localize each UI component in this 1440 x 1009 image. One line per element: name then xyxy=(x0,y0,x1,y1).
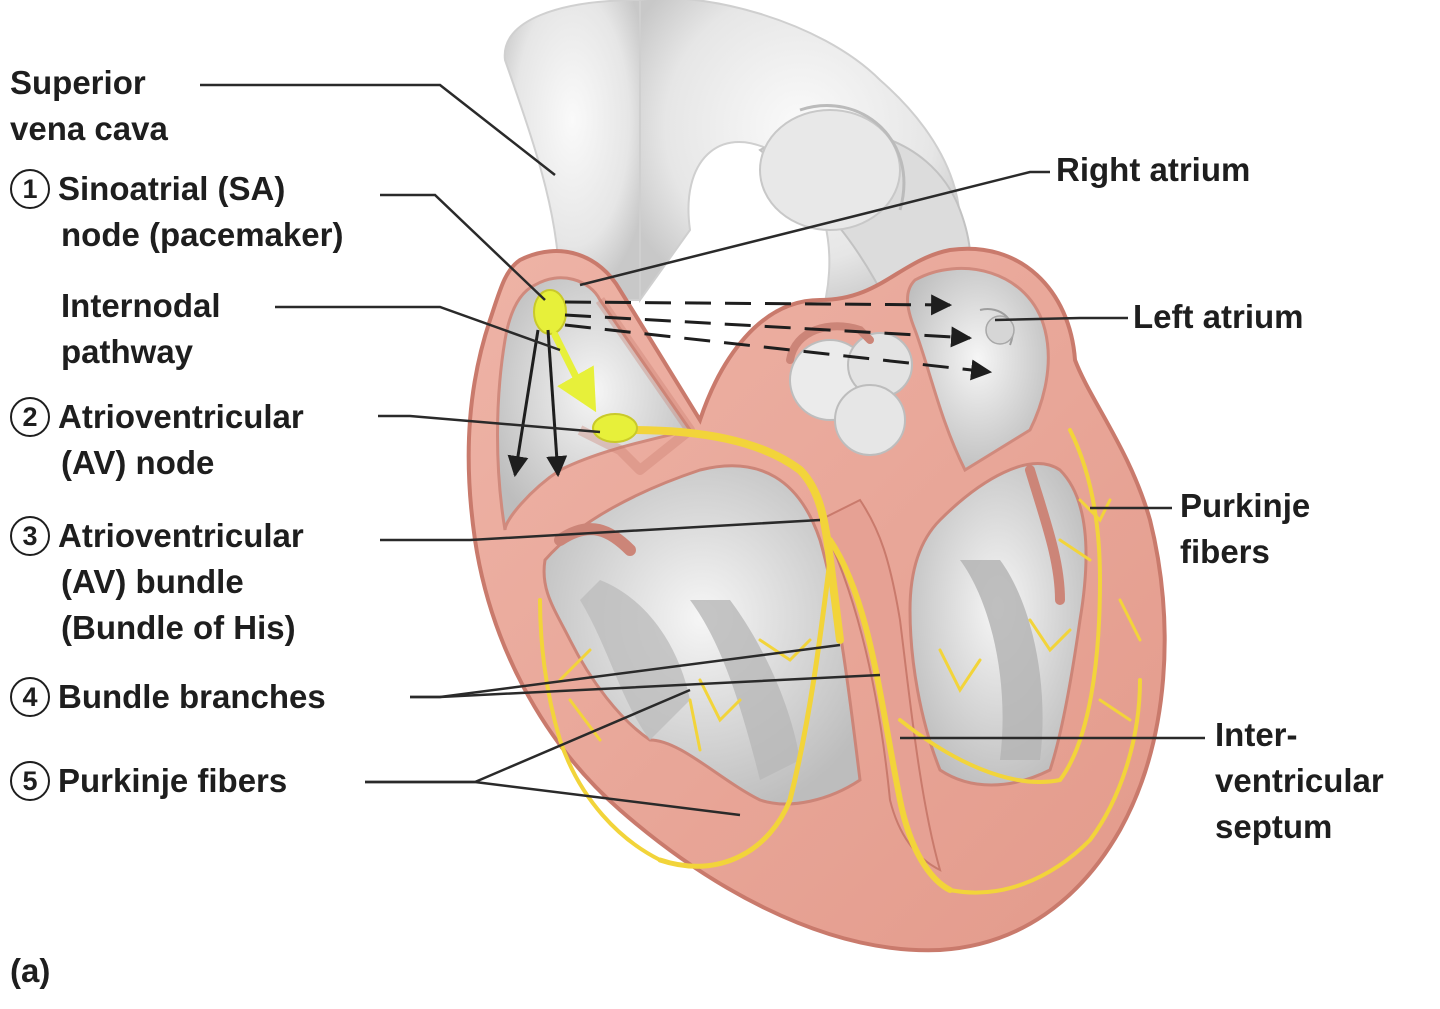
sa-node xyxy=(533,289,567,335)
step-number-2: 2 xyxy=(10,397,50,437)
label-left-atrium: Left atrium xyxy=(1133,298,1304,335)
label-internodal-pathway: Internodal pathway xyxy=(61,287,221,370)
impulse-arrows xyxy=(507,294,993,478)
step-number-1: 1 xyxy=(10,169,50,209)
step-number-3: 3 xyxy=(10,516,50,556)
label-interventricular-septum: Inter- ventricular septum xyxy=(1215,716,1384,845)
leader-lines xyxy=(200,83,1205,817)
conduction-system xyxy=(538,426,1142,895)
left-ventricle-cavity xyxy=(908,462,1088,787)
right-ventricle-cavity xyxy=(542,464,862,806)
panel-label: (a) xyxy=(10,952,51,989)
aortic-valve xyxy=(786,322,913,456)
nodes xyxy=(533,289,638,443)
step-number-4: 4 xyxy=(10,677,50,717)
step-number-5: 5 xyxy=(10,761,50,801)
label-superior-vena-cava: Superior vena cava xyxy=(10,64,168,147)
av-node xyxy=(592,413,638,443)
label-purkinje-fibers-right: Purkinje fibers xyxy=(1180,487,1311,570)
label-right-atrium: Right atrium xyxy=(1056,151,1251,188)
great-vessels xyxy=(503,0,972,332)
